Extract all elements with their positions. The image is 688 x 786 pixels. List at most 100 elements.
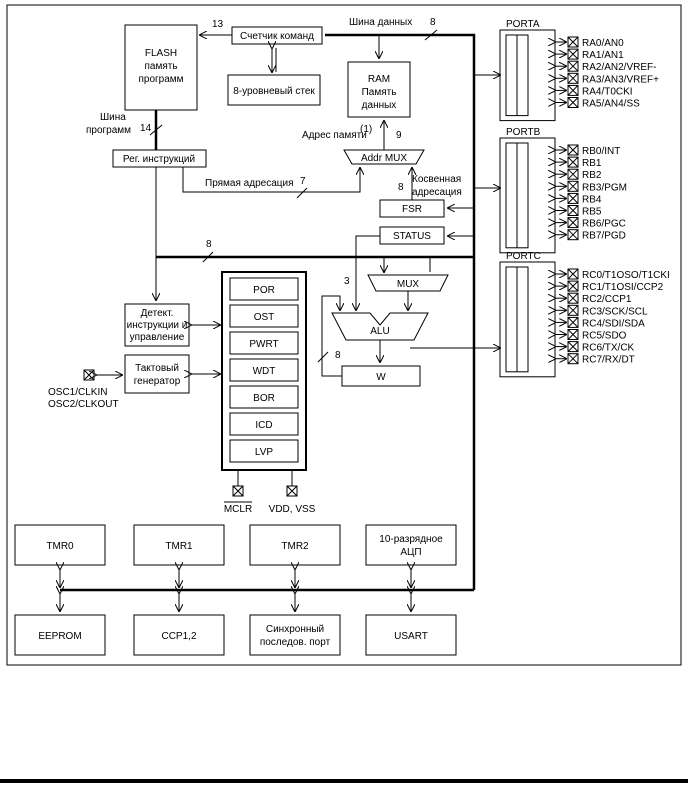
program-counter-label: Счетчик команд	[240, 31, 314, 42]
pin-icon-cross	[567, 304, 579, 316]
port-title: PORTB	[506, 127, 541, 138]
pin-icon-cross	[567, 85, 579, 96]
fsr-bus-width: 8	[398, 182, 404, 193]
ccp-block	[133, 614, 225, 656]
reset-timer-cell	[229, 277, 299, 301]
tmr1-label: TMR1	[165, 541, 193, 552]
port-title: PORTC	[506, 251, 541, 262]
data-bus-width: 8	[430, 17, 436, 28]
reset-timer-label: OST	[254, 312, 275, 323]
reset-timers-frame	[221, 271, 307, 471]
port-title: PORTA	[506, 19, 540, 30]
memory-address-width: 9	[396, 130, 402, 141]
ram-label-1: RAM	[368, 74, 390, 85]
pin-icon-cross	[567, 156, 579, 168]
reset-timer-cell	[229, 439, 299, 463]
pin-icon-cross	[567, 168, 579, 180]
pin-icon-cross	[567, 180, 579, 192]
pin-label: RC5/SDO	[582, 331, 627, 342]
mux-label: MUX	[397, 279, 420, 290]
instruction-register-label: Рег. инструкций	[123, 154, 195, 165]
peripheral-links	[60, 569, 411, 611]
eeprom-label: EEPROM	[38, 631, 81, 642]
pin-icon-cross	[567, 341, 579, 352]
pin-label: RA4/T0CKI	[582, 86, 633, 97]
reset-timer-label: WDT	[253, 366, 276, 377]
pin-icon-cross	[567, 268, 579, 280]
diagram-frame	[6, 4, 682, 666]
addr-mux-block	[343, 149, 425, 165]
indirect-address-label-2: адресация	[412, 187, 462, 198]
pin-label: RC1/T1OSI/CCP2	[582, 282, 664, 293]
direct-address-slash	[296, 187, 308, 199]
stack-label: 8-уровневый стек	[233, 86, 315, 97]
pin-label: RC4/SDI/SDA	[582, 318, 645, 329]
pin-icon-cross	[567, 229, 579, 241]
usart-label: USART	[394, 631, 428, 642]
ram-label-2: Память	[362, 87, 397, 98]
reset-timer-cell	[229, 331, 299, 355]
pin-label: RC3/SCK/SCL	[582, 306, 648, 317]
instruction-register-block	[112, 149, 207, 168]
reset-timer-label: BOR	[253, 393, 275, 404]
pin-label: RB6/PGC	[582, 219, 626, 230]
reset-timer-cell	[229, 304, 299, 328]
reset-timer-cell	[229, 385, 299, 409]
reset-timer-label: LVP	[255, 447, 273, 458]
pin-label: RA2/AN2/VREF-	[582, 62, 656, 73]
pin-icon-cross	[567, 205, 579, 216]
tmr2-label: TMR2	[281, 541, 309, 552]
flash-label-2: память	[144, 61, 177, 72]
program-bus-label-2: программ	[86, 125, 131, 136]
pin-label: RC2/CCP1	[582, 294, 632, 305]
pin-icon-cross	[567, 144, 579, 156]
alu-label: ALU	[370, 326, 389, 337]
direct-address-label: Прямая адресация	[205, 178, 294, 189]
stack-block	[227, 74, 321, 106]
osc-label-2: OSC2/CLKOUT	[48, 399, 119, 410]
pin-label: RB7/PGD	[582, 231, 626, 242]
pin-label: RC0/T1OSO/T1CKI	[582, 270, 670, 281]
pin-label: RC6/TX/CK	[582, 343, 635, 354]
pin-icon-cross	[567, 280, 579, 292]
ssp-label-2: последов. порт	[260, 637, 331, 648]
reset-timer-label: ICD	[255, 420, 272, 431]
adc-label-1: 10-разрядное	[379, 534, 443, 545]
pin-label: RA5/AN4/SS	[582, 99, 640, 110]
pin-icon-cross	[567, 72, 579, 84]
vdd-label: VDD, VSS	[269, 504, 316, 515]
pin-icon-cross	[567, 217, 579, 228]
pin-label: RB3/PGM	[582, 182, 627, 193]
pin-label: RB5	[582, 207, 602, 218]
pin-icon-cross	[567, 353, 579, 365]
inner-bus-slash	[202, 251, 214, 263]
pin-label: RA0/AN0	[582, 38, 624, 49]
pin-icon-cross	[567, 193, 579, 204]
adc-label-2: АЦП	[400, 547, 421, 558]
pin-label: RB1	[582, 158, 602, 169]
mclr-label: MCLR	[224, 504, 252, 515]
w-feedback	[321, 295, 342, 377]
instruction-decoder-label-2: инструкции и	[127, 320, 188, 331]
alu-bus-width: 8	[335, 350, 341, 361]
data-bus-top	[325, 33, 476, 590]
mux-bus-width: 3	[344, 276, 350, 287]
clock-generator-label-2: генератор	[134, 376, 181, 387]
indirect-address-label-1: Косвенная	[412, 174, 461, 185]
status-to-alu	[356, 235, 380, 310]
direct-address-bus	[182, 167, 360, 193]
data-bus-label: Шина данных	[349, 17, 412, 28]
pin-icon-cross	[567, 36, 579, 48]
flash-label-1: FLASH	[145, 48, 177, 59]
ssp-block	[249, 614, 341, 656]
clock-generator-label-1: Тактовый	[135, 363, 179, 374]
mux-block	[367, 274, 449, 292]
instruction-decoder-label-3: управление	[130, 332, 185, 343]
pin-label: RC7/RX/DT	[582, 355, 635, 366]
inner-bus-width: 8	[206, 239, 212, 250]
status-label: STATUS	[393, 231, 431, 242]
program-bus-slash	[149, 124, 163, 136]
flash-label-3: программ	[138, 74, 183, 85]
